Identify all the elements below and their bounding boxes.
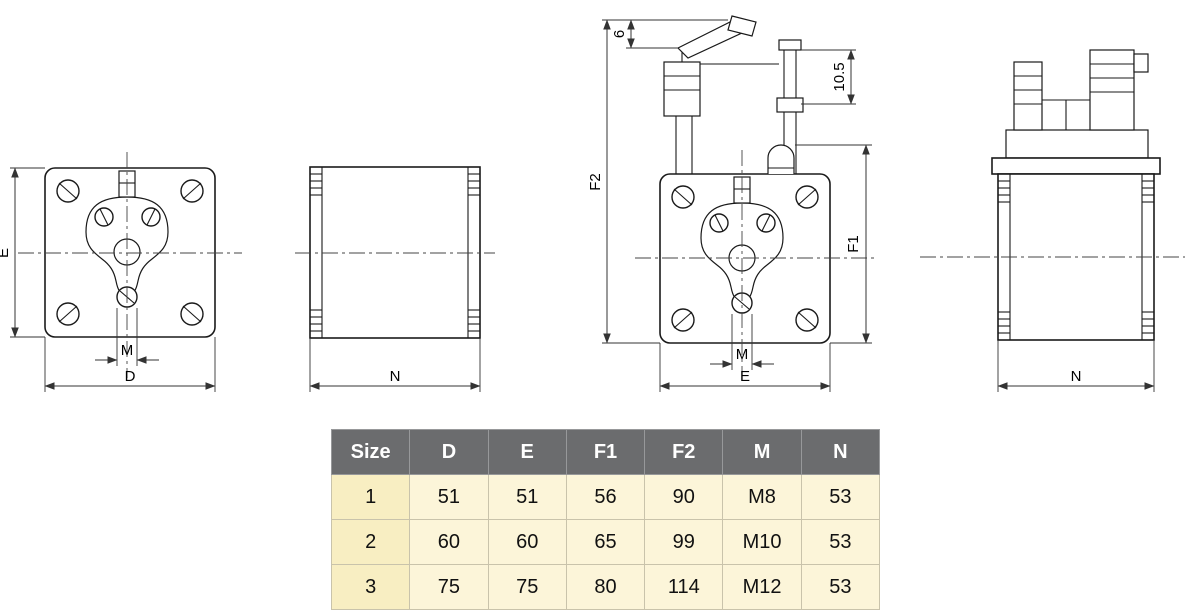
cell-n: 53	[800, 474, 881, 520]
rib-lines	[310, 173, 480, 332]
cell-m: M8	[722, 474, 802, 520]
dim-label-N-side: N	[390, 368, 401, 385]
dimension-N-side: N	[309, 338, 481, 392]
flange-body-copy	[659, 173, 831, 344]
cell-f2: 99	[644, 519, 724, 565]
dim-label-10-5: 10.5	[831, 62, 848, 91]
cell-d: 75	[409, 564, 489, 610]
cell-e: 60	[487, 519, 567, 565]
corner-screws	[56, 179, 204, 326]
cell-d: 60	[409, 519, 489, 565]
cell-f2: 114	[644, 564, 724, 610]
dim-label-M-front: M	[121, 342, 134, 359]
cell-f1: 80	[565, 564, 646, 610]
table-row-size-2: 2 60 60 65 99 M10 53	[330, 519, 881, 565]
dim-label-E-bottom: E	[740, 368, 750, 385]
header-n: N	[800, 429, 881, 475]
dim-label-6: 6	[611, 30, 628, 38]
contact-screws	[94, 207, 161, 308]
table-row-size-3: 3 75 75 80 114 M12 53	[330, 564, 881, 610]
cell-size: 2	[330, 519, 411, 565]
dim-label-F1: F1	[845, 235, 862, 253]
dimension-D: D	[44, 337, 216, 392]
striker-assembly	[663, 15, 804, 174]
header-e: E	[487, 429, 567, 475]
header-f2: F2	[644, 429, 724, 475]
cell-f2: 90	[644, 474, 724, 520]
table-row-size-1: 1 51 51 56 90 M8 53	[330, 474, 881, 520]
cell-e: 51	[487, 474, 567, 520]
dimension-F1: F1	[795, 144, 872, 344]
lever-tip	[727, 15, 757, 37]
dim-label-D: D	[125, 368, 136, 385]
cell-f1: 65	[565, 519, 646, 565]
header-m: M	[722, 429, 802, 475]
top-cap	[991, 157, 1161, 175]
dim-label-N-indicator: N	[1071, 368, 1082, 385]
cell-m: M12	[722, 564, 802, 610]
table-header-row: Size D E F1 F2 M N	[330, 429, 881, 475]
dimension-N-indicator-side: N	[997, 340, 1155, 392]
dimension-M-front: M	[95, 308, 159, 366]
dimension-E-left: E	[0, 167, 45, 338]
striker-pin	[767, 144, 795, 174]
header-f1: F1	[565, 429, 646, 475]
dimension-10-5: 10.5	[801, 49, 856, 105]
dimension-E-bottom: E	[659, 343, 831, 392]
cell-n: 53	[800, 564, 881, 610]
cell-d: 51	[409, 474, 489, 520]
dimension-M-indicator: M	[710, 314, 774, 370]
cell-m: M10	[722, 519, 802, 565]
cell-f1: 56	[565, 474, 646, 520]
cell-e: 75	[487, 564, 567, 610]
side-body	[309, 166, 481, 339]
side-view: N	[295, 166, 495, 392]
side-view-with-indicator: N	[920, 49, 1185, 392]
header-d: D	[409, 429, 489, 475]
dimension-table: Size D E F1 F2 M N 1 51 51 56 90 M8 53 2…	[330, 429, 881, 610]
dimension-F2: F2	[587, 19, 660, 344]
indicator-assembly-side	[1005, 49, 1149, 159]
flange-body	[44, 167, 216, 338]
cell-size: 3	[330, 564, 411, 610]
front-view: E M D	[0, 152, 242, 392]
dim-label-F2: F2	[587, 173, 604, 191]
cell-n: 53	[800, 519, 881, 565]
header-size: Size	[330, 429, 411, 475]
technical-drawings: E M D	[0, 15, 1185, 392]
dim-label-E-left: E	[0, 248, 12, 258]
dimension-6: 6	[602, 19, 728, 49]
rib-lines	[998, 180, 1154, 334]
cell-size: 1	[330, 474, 411, 520]
dim-label-M-indicator: M	[736, 346, 749, 363]
front-view-with-indicator: 6 F2 10.5 F1	[587, 15, 875, 392]
